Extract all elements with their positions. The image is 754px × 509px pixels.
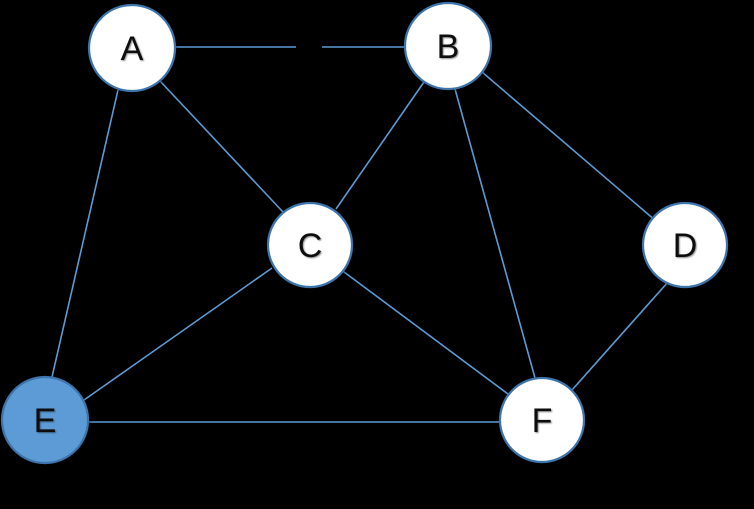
graph-node-e[interactable]: E (0, 375, 90, 465)
graph-edge-c-f[interactable] (339, 268, 513, 398)
edge-artifacts-layer (296, 42, 322, 52)
graph-edge-d-f[interactable] (571, 281, 669, 391)
nodes-layer: A B C D E F (0, 1, 729, 465)
edges-layer (51, 46, 669, 423)
node-circle-a[interactable] (87, 3, 177, 93)
node-circle-b[interactable] (403, 1, 493, 91)
graph-node-f[interactable]: F (498, 376, 586, 464)
graph-edge-c-e[interactable] (83, 267, 273, 401)
graph-node-c[interactable]: C (266, 201, 354, 289)
node-circle-c[interactable] (266, 201, 354, 289)
graph-node-d[interactable]: D (641, 201, 729, 289)
graph-edge-b-d[interactable] (481, 71, 657, 222)
node-label-a: A (121, 30, 144, 68)
graph-edge-b-f[interactable] (454, 88, 536, 379)
graph-edge-a-c[interactable] (159, 80, 284, 213)
edge-label-gap-a-b (296, 42, 322, 52)
node-circle-d[interactable] (641, 201, 729, 289)
node-label-d: D (673, 227, 698, 265)
graph-edge-b-c[interactable] (335, 81, 425, 210)
node-label-c: C (298, 227, 323, 265)
node-circle-e[interactable] (0, 375, 90, 465)
graph-node-a[interactable]: A (87, 3, 177, 93)
graph-node-b[interactable]: B (403, 1, 493, 91)
node-label-b: B (437, 28, 460, 66)
node-label-e: E (34, 402, 57, 440)
node-circle-f[interactable] (498, 376, 586, 464)
node-label-f: F (532, 402, 553, 440)
graph-edge-a-e[interactable] (51, 89, 119, 378)
